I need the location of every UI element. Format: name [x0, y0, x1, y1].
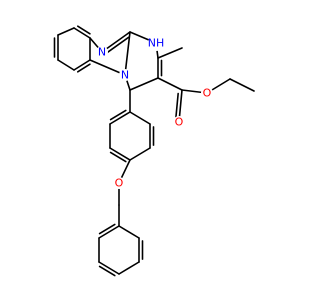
- carbonyl-double-bond-second-line: [175, 92, 179, 119]
- imidazole-bond: [89, 59, 126, 76]
- bridge-n-background: [119, 69, 131, 81]
- nh-background: [148, 35, 164, 51]
- structure-canvas: N NH N O O O: [53, 25, 255, 277]
- atom-label-layer: N NH N O O O: [96, 35, 213, 190]
- molecule-structure: N NH N O O O: [53, 25, 255, 277]
- benzo-double-bond-second-line: [76, 63, 91, 73]
- benzyl-ring-double-bond-second-line: [98, 223, 116, 235]
- phenyl-double-bond-second-line: [109, 151, 127, 163]
- benzo-bond: [57, 27, 75, 36]
- carbonyl-o-background: [173, 116, 185, 128]
- benzyl-ring-double-bond: [98, 225, 120, 239]
- benzo-double-bond: [73, 59, 91, 71]
- ester-o-background: [201, 87, 213, 99]
- benzo-double-bond: [73, 27, 91, 39]
- ester-bond: [157, 77, 183, 91]
- imine-double-bond-second-line: [106, 36, 130, 54]
- phenyl-double-bond: [109, 111, 131, 125]
- ether-oxygen-label: O: [115, 177, 124, 190]
- benzo-bond: [57, 59, 75, 71]
- ether-o-background: [113, 177, 125, 189]
- benzyl-ring-bond: [118, 225, 140, 239]
- phenyl-bond: [129, 147, 151, 161]
- nh-nitrogen-label: NH: [148, 37, 165, 50]
- benzyl-ring-double-bond-second-line: [98, 265, 116, 277]
- ester-oxygen-label: O: [203, 87, 212, 100]
- pyrimidine-bond: [129, 77, 159, 91]
- imine-n-background: [96, 46, 108, 58]
- bridgehead-nitrogen-label: N: [121, 69, 129, 82]
- benzo-double-bond-second-line: [76, 25, 91, 35]
- phenyl-bond: [129, 111, 151, 125]
- phenyl-double-bond-second-line: [109, 109, 127, 121]
- bond-layer: [53, 25, 255, 277]
- ethyl-bond: [229, 78, 255, 92]
- imidazole-bond: [124, 31, 131, 76]
- carbonyl-oxygen-label: O: [175, 116, 184, 129]
- phenyl-double-bond: [109, 147, 131, 161]
- benzyl-ring-bond: [118, 261, 140, 275]
- methyl-bond: [157, 47, 183, 59]
- benzyl-ring-double-bond: [98, 261, 120, 275]
- imine-nitrogen-label: N: [98, 46, 106, 59]
